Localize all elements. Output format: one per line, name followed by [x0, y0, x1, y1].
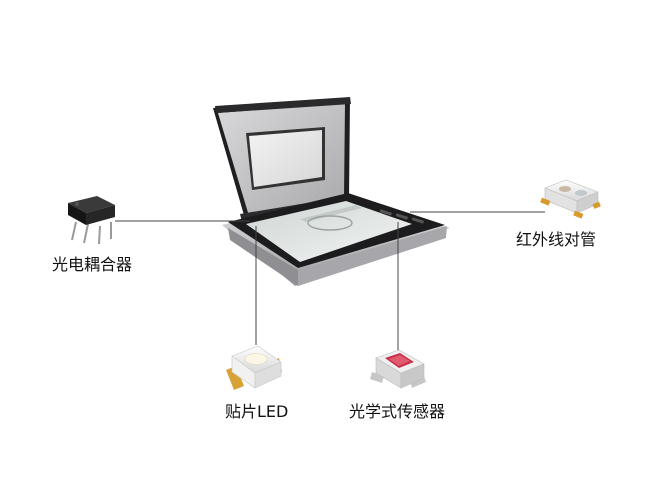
optical-sensor-label: 光学式传感器 [349, 402, 446, 421]
smd-led-component [226, 345, 282, 390]
optical-sensor-component [370, 349, 426, 389]
connector-lines [115, 211, 545, 350]
ir-pair-label: 红外线对管 [516, 230, 597, 249]
ir-pair-component [540, 179, 601, 219]
scanner-image [213, 97, 450, 286]
smd-led-label: 贴片LED [225, 402, 289, 421]
optocoupler-component [68, 196, 115, 245]
optocoupler-label: 光电耦合器 [52, 255, 133, 274]
